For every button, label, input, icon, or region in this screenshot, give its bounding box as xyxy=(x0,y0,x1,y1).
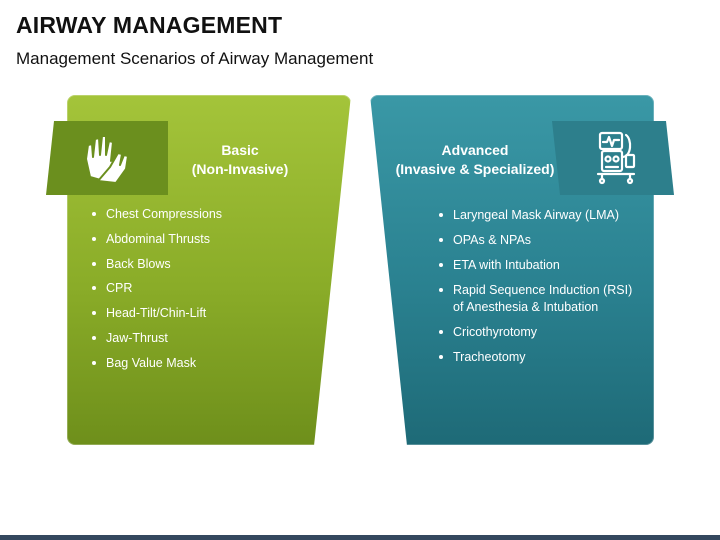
bullet-dot xyxy=(439,263,443,267)
advanced-heading-title: Advanced xyxy=(441,142,509,158)
list-item: Jaw-Thrust xyxy=(92,330,322,347)
basic-items-list: Chest Compressions Abdominal Thrusts Bac… xyxy=(92,206,322,380)
list-item: Abdominal Thrusts xyxy=(92,231,322,248)
bullet-dot xyxy=(92,212,96,216)
basic-icon-tab xyxy=(46,121,168,195)
basic-heading-subtitle: (Non-Invasive) xyxy=(191,161,289,177)
list-item: Bag Value Mask xyxy=(92,355,322,372)
list-item: Back Blows xyxy=(92,256,322,273)
list-item: Laryngeal Mask Airway (LMA) xyxy=(439,207,639,224)
bullet-dot xyxy=(439,238,443,242)
advanced-heading-subtitle: (Invasive & Specialized) xyxy=(395,161,555,177)
list-item: CPR xyxy=(92,280,322,297)
footer-bar xyxy=(0,535,720,540)
list-item: Chest Compressions xyxy=(92,206,322,223)
medical-ventilator-icon xyxy=(596,131,636,185)
list-item: OPAs & NPAs xyxy=(439,232,639,249)
bullet-dot xyxy=(92,236,96,241)
basic-heading: Basic (Non-Invasive) xyxy=(155,141,325,179)
list-item: ETA with Intubation xyxy=(439,257,639,274)
page-title: AIRWAY MANAGEMENT xyxy=(16,12,283,38)
bullet-dot xyxy=(92,261,96,266)
bullet-dot xyxy=(439,213,443,217)
bullet-dot xyxy=(92,286,96,291)
basic-heading-title: Basic xyxy=(221,142,259,158)
list-item: Tracheotomy xyxy=(439,349,639,366)
list-item: Rapid Sequence Induction (RSI) of Anesth… xyxy=(439,282,639,315)
bullet-dot xyxy=(92,311,96,316)
page-subtitle: Management Scenarios of Airway Managemen… xyxy=(16,49,374,68)
advanced-heading: Advanced (Invasive & Specialized) xyxy=(390,141,560,179)
bullet-dot xyxy=(439,329,443,334)
list-item: Cricothyrotomy xyxy=(439,324,639,341)
advanced-items-list: Laryngeal Mask Airway (LMA) OPAs & NPAs … xyxy=(439,207,639,374)
advanced-icon-tab xyxy=(552,121,674,195)
bullet-dot xyxy=(439,288,443,292)
bullet-dot xyxy=(439,354,443,359)
list-item: Head-Tilt/Chin-Lift xyxy=(92,305,322,322)
hands-cpr-icon xyxy=(85,135,129,184)
bullet-dot xyxy=(92,360,96,365)
bullet-dot xyxy=(92,335,96,340)
